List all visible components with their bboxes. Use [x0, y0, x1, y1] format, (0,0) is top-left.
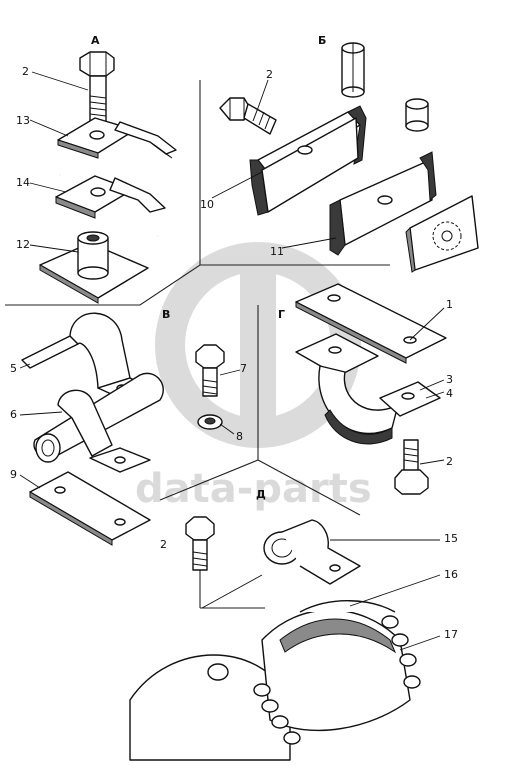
label-d-16: 16 — [444, 568, 458, 581]
weld-nut-plate-12 — [39, 231, 149, 304]
label-g-2: 2 — [446, 455, 453, 468]
label-a-13: 13 — [16, 114, 30, 127]
spacer-sleeve-tall — [341, 42, 365, 98]
bracket-plate-14 — [55, 173, 166, 238]
label-b-11: 11 — [270, 245, 284, 258]
section-a: А — [16, 34, 177, 304]
label-v-8: 8 — [236, 430, 243, 443]
bolt-2-d — [185, 516, 215, 571]
section-label-b: Б — [318, 34, 326, 47]
section-g: Г 1 3 4 2 — [278, 283, 453, 495]
plate-1 — [295, 283, 447, 364]
label-a-14: 14 — [16, 176, 30, 189]
label-v-5: 5 — [10, 362, 17, 375]
label-d-2: 2 — [160, 538, 167, 551]
section-label-v: В — [162, 308, 170, 321]
pipe-bundle-16-17 — [129, 600, 421, 761]
section-v: В — [10, 308, 247, 546]
label-v-7: 7 — [240, 362, 247, 375]
u-bracket-10 — [249, 105, 367, 216]
label-b-10: 10 — [200, 198, 214, 211]
pipe-bundle-tubes — [253, 615, 421, 745]
section-dividers — [5, 80, 390, 609]
label-v-6: 6 — [10, 408, 17, 421]
section-b: Б — [200, 34, 479, 273]
label-a-2: 2 — [22, 65, 29, 78]
cable-clamp-15 — [263, 519, 361, 585]
flat-plate-9 — [29, 471, 151, 546]
section-d: Д — [129, 488, 458, 761]
u-bracket-11 — [329, 151, 437, 256]
bracket-plate-13 — [57, 117, 177, 159]
bolt-7 — [195, 344, 225, 397]
section-label-d: Д — [256, 488, 266, 501]
shim-plate — [405, 195, 479, 273]
label-d-17: 17 — [444, 628, 458, 641]
washer-8 — [197, 414, 223, 430]
label-d-15: 15 — [444, 532, 458, 545]
saddle-clamp-3-4 — [295, 333, 441, 445]
bolt-2-a — [79, 51, 115, 125]
watermark-text: data-parts — [135, 466, 372, 512]
label-v-9: 9 — [10, 468, 17, 481]
spacer-sleeve-short — [405, 98, 429, 132]
bolt-2-g — [394, 439, 429, 495]
label-a-12: 12 — [16, 238, 30, 251]
label-g-4: 4 — [446, 387, 453, 400]
bolt-2-b — [219, 97, 277, 135]
pipe-clamp-6 — [33, 372, 164, 473]
label-b-2: 2 — [266, 68, 273, 81]
section-label-g: Г — [278, 308, 285, 321]
label-g-3: 3 — [446, 373, 453, 386]
section-label-a: А — [91, 34, 100, 47]
label-g-1: 1 — [446, 298, 453, 311]
